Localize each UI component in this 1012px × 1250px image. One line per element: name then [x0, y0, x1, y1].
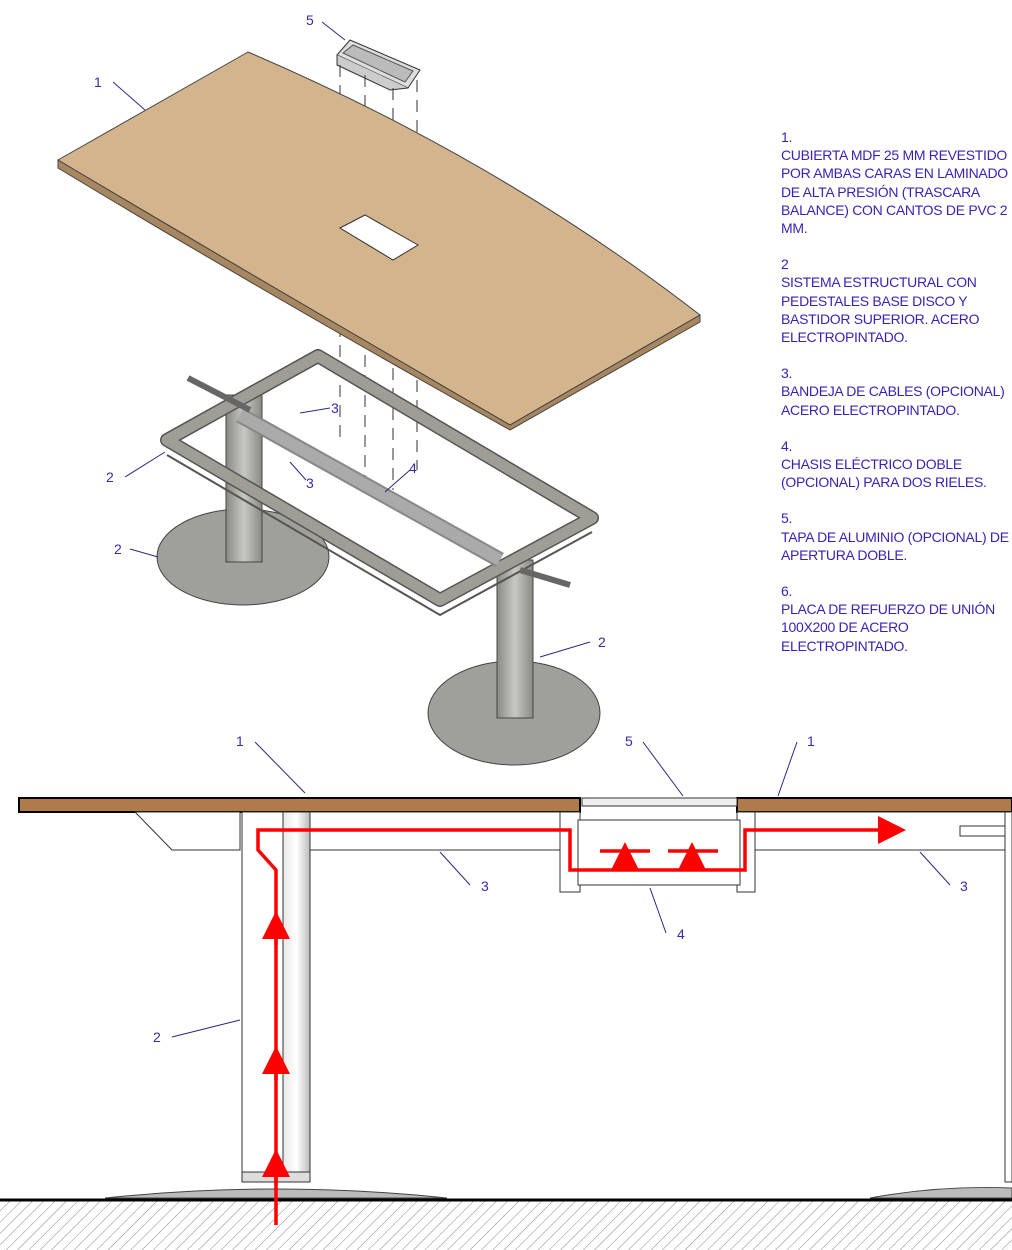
- callout-4-top: 4: [409, 460, 417, 476]
- callout-3-section-b: 3: [960, 878, 968, 894]
- legend-description: CUBIERTA MDF 25 MM REVESTIDO POR AMBAS C…: [781, 147, 1008, 237]
- legend-item: 5.TAPA DE ALUMINIO (OPCIONAL) DE APERTUR…: [781, 509, 1011, 564]
- callout-5-section: 5: [625, 733, 633, 749]
- callout-1-section-b: 1: [807, 733, 815, 749]
- tabletop-exploded: [57, 51, 701, 431]
- leader-lines: [112, 21, 951, 1038]
- tabletop-section: [18, 797, 1012, 813]
- legend-description: CHASIS ELÉCTRICO DOBLE (OPCIONAL) PARA D…: [781, 456, 987, 491]
- legend-number: 3.: [781, 365, 793, 382]
- legend-item: 3.BANDEJA DE CABLES (OPCIONAL) ACERO ELE…: [781, 364, 1011, 419]
- legend-number: 4.: [781, 437, 793, 454]
- legend-description: BANDEJA DE CABLES (OPCIONAL) ACERO ELECT…: [781, 383, 1005, 418]
- callout-5-top: 5: [306, 12, 314, 28]
- grommet-lid: [336, 39, 421, 91]
- legend-description: SISTEMA ESTRUCTURAL CON PEDESTALES BASE …: [781, 274, 980, 346]
- cable-route: [256, 816, 906, 1225]
- callout-2-top-a: 2: [106, 469, 114, 485]
- legend-number: 1.: [781, 129, 793, 145]
- cable-tray-section: [309, 811, 1006, 893]
- callout-2-top-c: 2: [598, 634, 606, 650]
- callout-1-section-a: 1: [236, 733, 244, 749]
- legend-number: 6.: [781, 583, 793, 600]
- legend-number: 2: [781, 256, 789, 273]
- parts-legend: 1. CUBIERTA MDF 25 MM REVESTIDO POR AMBAS…: [781, 128, 1011, 673]
- callout-3-section-a: 3: [481, 878, 489, 894]
- legend-description: PLACA DE REFUERZO DE UNIÓN 100X200 DE AC…: [781, 601, 995, 654]
- legend-description: TAPA DE ALUMINIO (OPCIONAL) DE APERTURA …: [781, 528, 1009, 563]
- legend-number: 5.: [781, 510, 793, 527]
- legend-item: 6.PLACA DE REFUERZO DE UNIÓN 100X200 DE …: [781, 582, 1011, 655]
- frame-exploded: [156, 349, 601, 766]
- legend-item: 4. CHASIS ELÉCTRICO DOBLE (OPCIONAL) PARA…: [781, 437, 1011, 492]
- legend-item: 1. CUBIERTA MDF 25 MM REVESTIDO POR AMBAS…: [781, 128, 1011, 237]
- callout-4-section: 4: [677, 926, 685, 942]
- callout-3-top-b: 3: [306, 475, 314, 491]
- callout-2-section: 2: [153, 1029, 161, 1045]
- floor: [0, 1186, 1012, 1250]
- callout-1-top: 1: [94, 74, 102, 90]
- callout-3-top-a: 3: [331, 400, 339, 416]
- callout-2-top-b: 2: [114, 541, 122, 557]
